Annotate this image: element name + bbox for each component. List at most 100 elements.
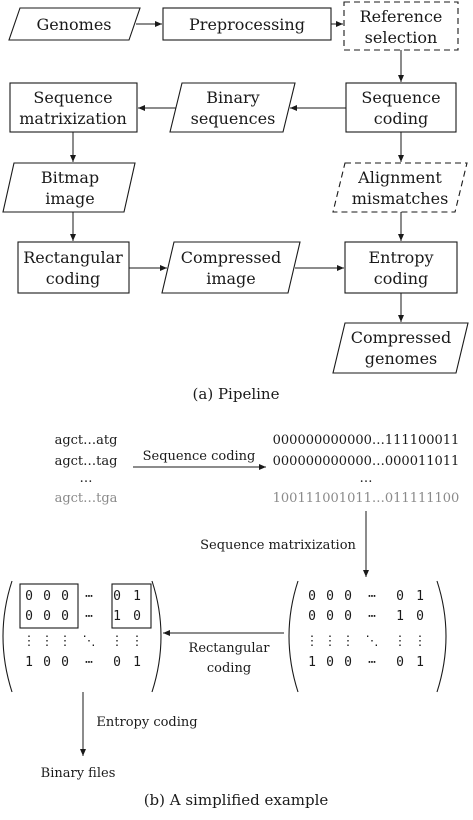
node-entropy-coding-line1: Entropy bbox=[369, 248, 434, 267]
node-compressed-genomes-line1: Compressed bbox=[351, 328, 452, 347]
rectangular-matrix-cell-r1-c2: 0 bbox=[43, 589, 51, 604]
bitmap-matrix-cell-r4-c5: 0 bbox=[396, 655, 404, 670]
node-compressed-image-line2: image bbox=[206, 269, 256, 288]
node-bitmap-image: Bitmap image bbox=[2, 162, 136, 213]
node-alignment-mismatches-line2: mismatches bbox=[352, 189, 449, 208]
bitmap-matrix-cell-r3-c1: ⋮ bbox=[306, 634, 319, 649]
bitmap-matrix-cell-r1-c3: 0 bbox=[344, 589, 352, 604]
rectangular-matrix-right-paren bbox=[151, 580, 162, 693]
bitmap-matrix-cell-r3-c3: ⋮ bbox=[342, 634, 355, 649]
rectangular-matrix-cell-r1-c1: 0 bbox=[25, 589, 33, 604]
node-sequence-matrixization-line1: Sequence bbox=[33, 88, 112, 107]
bitmap-matrix-cell-r2-c1: 0 bbox=[308, 609, 316, 624]
bitmap-matrix-cell-r3-c6: ⋮ bbox=[414, 634, 427, 649]
rectangular-matrix-cell-r1-c5: 0 bbox=[113, 589, 121, 604]
rectangular-matrix-cell-r4-c2: 0 bbox=[43, 655, 51, 670]
rectangular-matrix-cell-r2-c1: 0 bbox=[25, 609, 33, 624]
node-binary-sequences: Binary sequences bbox=[169, 82, 296, 133]
bitmap-matrix-cell-r1-c5: 0 bbox=[396, 589, 404, 604]
rectangular-matrix-cell-r2-c3: 0 bbox=[61, 609, 69, 624]
node-genomes: Genomes bbox=[8, 7, 141, 41]
label-rectangular-coding-line1: Rectangular bbox=[189, 641, 271, 656]
rectangular-matrix-cell-r3-c6: ⋮ bbox=[131, 634, 144, 649]
node-preprocessing-label: Preprocessing bbox=[189, 15, 305, 34]
bitmap-matrix-cell-r2-c5: 1 bbox=[396, 609, 404, 624]
bitmap-matrix-cell-r4-c4: ⋯ bbox=[368, 655, 376, 670]
bitmap-matrix-cell-r4-c6: 1 bbox=[416, 655, 424, 670]
bitmap-matrix-cell-r3-c5: ⋮ bbox=[394, 634, 407, 649]
rectangle-block-right bbox=[111, 583, 152, 629]
bitmap-matrix-cell-r1-c4: ⋯ bbox=[368, 589, 376, 604]
binary-row-list: 000000000000…111100011 000000000000…0000… bbox=[273, 433, 460, 506]
rectangular-matrix-cell-r2-c5: 1 bbox=[113, 609, 121, 624]
node-compressed-image: Compressed image bbox=[161, 241, 301, 294]
node-rectangular-coding-line1: Rectangular bbox=[23, 248, 123, 267]
node-sequence-matrixization-line2: matrixization bbox=[19, 109, 127, 128]
bitmap-matrix-cell-r1-c6: 1 bbox=[416, 589, 424, 604]
node-binary-sequences-line2: sequences bbox=[191, 109, 276, 128]
dna-sequence-ellipsis: … bbox=[80, 471, 93, 486]
node-compressed-genomes-line2: genomes bbox=[365, 349, 438, 368]
label-entropy-coding: Entropy coding bbox=[96, 715, 197, 730]
node-sequence-coding: Sequence coding bbox=[345, 82, 457, 133]
dna-sequence-reference: agct…tga bbox=[55, 491, 118, 506]
binary-row-reference: 100111001011…011111100 bbox=[273, 491, 460, 506]
node-reference-selection-line2: selection bbox=[365, 28, 438, 47]
rectangular-matrix-cell-r3-c1: ⋮ bbox=[23, 634, 36, 649]
node-alignment-mismatches: Alignment mismatches bbox=[332, 162, 468, 213]
node-genomes-label: Genomes bbox=[36, 15, 111, 34]
bitmap-matrix-cell-r2-c2: 0 bbox=[326, 609, 334, 624]
bitmap-matrix-cell-r2-c6: 0 bbox=[416, 609, 424, 624]
bitmap-matrix-left-paren bbox=[288, 580, 299, 693]
rectangular-matrix-cell-r1-c6: 1 bbox=[133, 589, 141, 604]
binary-row-ellipsis: … bbox=[360, 471, 373, 486]
node-sequence-coding-line2: coding bbox=[374, 109, 429, 128]
rectangular-matrix-cell-r4-c6: 1 bbox=[133, 655, 141, 670]
caption-example: (b) A simplified example bbox=[144, 791, 329, 809]
bitmap-matrix-cell-r3-c4: ⋱ bbox=[366, 634, 379, 649]
label-binary-files: Binary files bbox=[41, 766, 116, 781]
rectangular-matrix-cell-r4-c1: 1 bbox=[25, 655, 33, 670]
label-sequence-coding: Sequence coding bbox=[143, 449, 256, 464]
bitmap-matrix-cell-r1-c1: 0 bbox=[308, 589, 316, 604]
pipeline-arrows bbox=[70, 21, 404, 322]
example-diagram: agct…atg agct…tag … agct…tga Sequence co… bbox=[2, 433, 460, 809]
node-alignment-mismatches-line1: Alignment bbox=[357, 168, 442, 187]
bitmap-matrix-cell-r2-c3: 0 bbox=[344, 609, 352, 624]
rectangular-matrix-cell-r4-c4: ⋯ bbox=[85, 655, 93, 670]
rectangular-matrix-cell-r3-c3: ⋮ bbox=[59, 634, 72, 649]
dna-sequence-list: agct…atg agct…tag … agct…tga bbox=[55, 433, 118, 506]
bitmap-matrix-cell-r4-c3: 0 bbox=[344, 655, 352, 670]
node-bitmap-image-line2: image bbox=[45, 189, 95, 208]
node-reference-selection: Reference selection bbox=[343, 1, 459, 51]
node-binary-sequences-line1: Binary bbox=[206, 88, 259, 107]
binary-row-1: 000000000000…111100011 bbox=[273, 433, 460, 448]
rectangular-matrix-cell-r3-c4: ⋱ bbox=[83, 634, 96, 649]
rectangular-matrix-cell-r3-c2: ⋮ bbox=[41, 634, 54, 649]
label-rectangular-coding-line2: coding bbox=[207, 661, 251, 676]
bitmap-matrix-cell-r3-c2: ⋮ bbox=[324, 634, 337, 649]
bitmap-matrix-cell-r1-c2: 0 bbox=[326, 589, 334, 604]
bitmap-matrix-right-paren bbox=[436, 580, 447, 693]
dna-sequence-2: agct…tag bbox=[55, 454, 118, 469]
node-sequence-coding-line1: Sequence bbox=[361, 88, 440, 107]
node-sequence-matrixization: Sequence matrixization bbox=[9, 82, 138, 133]
bitmap-matrix-cell-r4-c1: 1 bbox=[308, 655, 316, 670]
rectangular-matrix-cell-r4-c5: 0 bbox=[113, 655, 121, 670]
node-entropy-coding-line2: coding bbox=[374, 269, 429, 288]
bitmap-matrix-cell-r4-c2: 0 bbox=[326, 655, 334, 670]
node-reference-selection-line1: Reference bbox=[360, 7, 443, 26]
rectangular-matrix-cell-r2-c6: 0 bbox=[133, 609, 141, 624]
node-bitmap-image-line1: Bitmap bbox=[41, 168, 99, 187]
node-compressed-image-line1: Compressed bbox=[181, 248, 282, 267]
rectangle-block-left bbox=[19, 583, 79, 629]
rectangular-matrix-cell-r1-c4: ⋯ bbox=[85, 589, 93, 604]
node-rectangular-coding: Rectangular coding bbox=[17, 241, 130, 294]
binary-row-2: 000000000000…000011011 bbox=[273, 454, 460, 469]
rectangular-matrix-left-paren bbox=[2, 580, 13, 693]
